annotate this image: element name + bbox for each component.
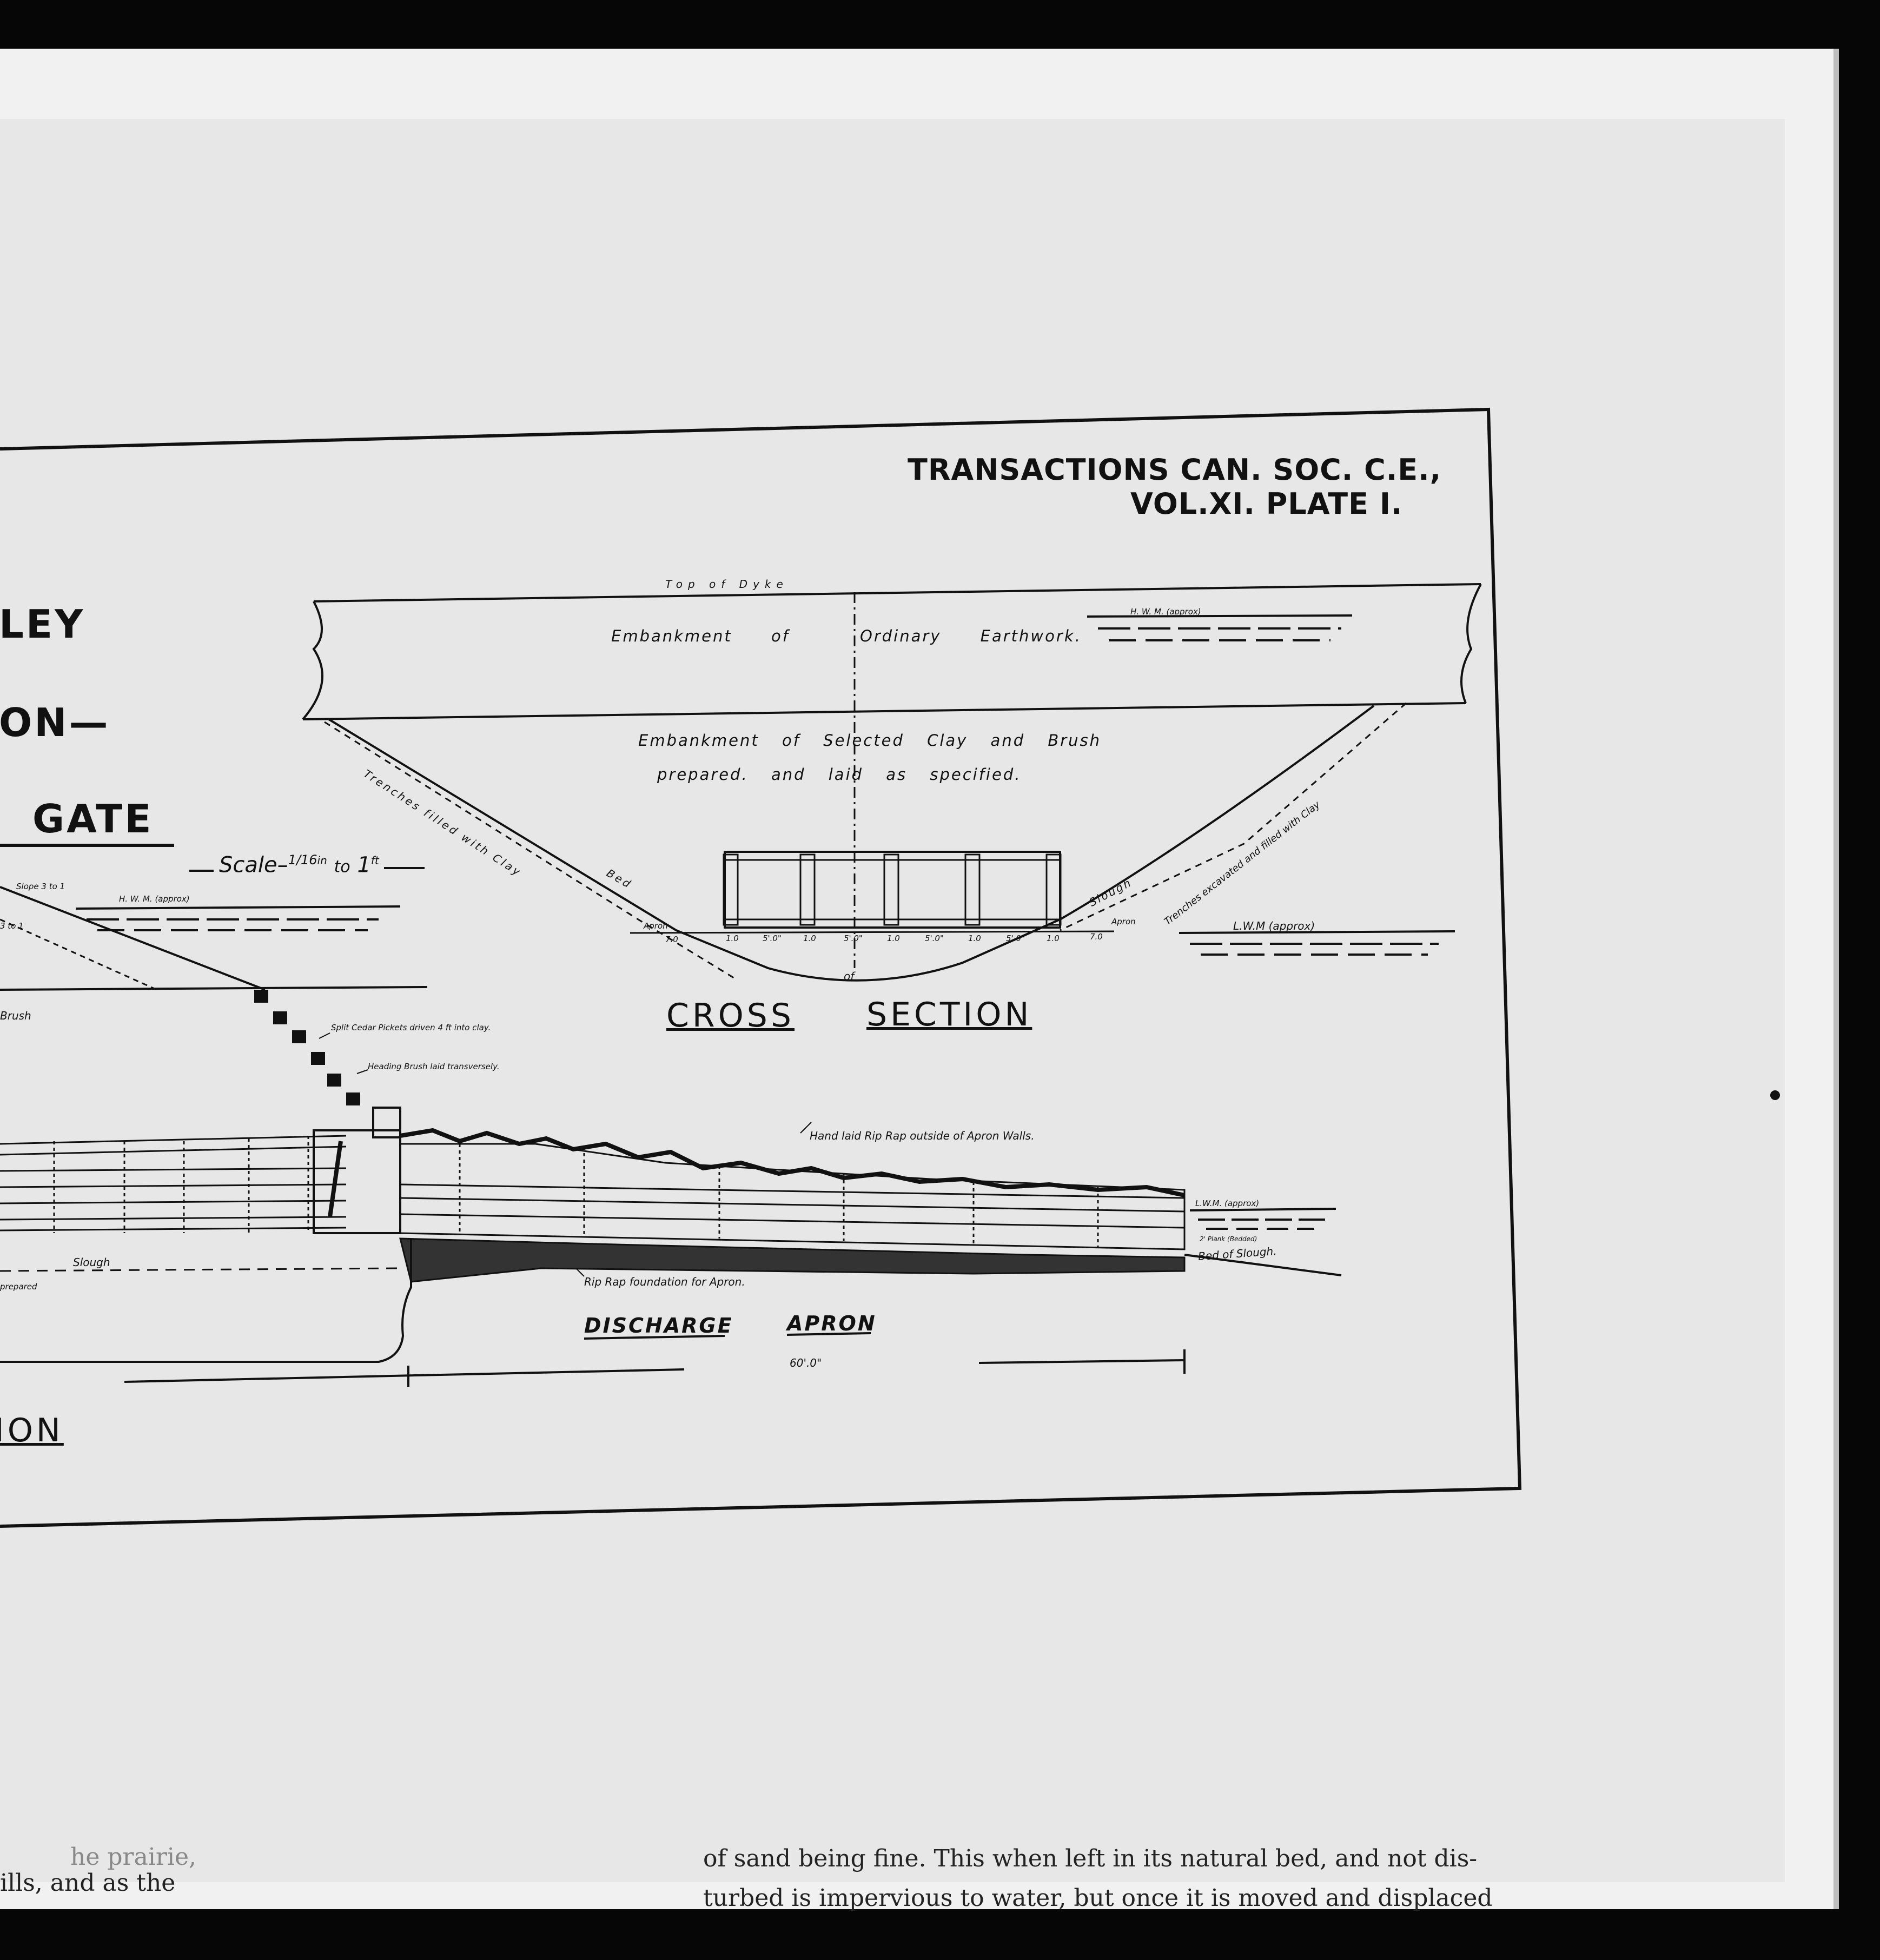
section-title-fragment: ION <box>0 1412 64 1449</box>
plank-note: 2' Plank (Bedded) <box>1200 1235 1257 1243</box>
dim-1: 7.0 <box>665 935 678 944</box>
dyke-right-edge <box>1460 584 1482 704</box>
trench-left <box>324 721 736 980</box>
slope-label: Slope 3 to 1 <box>16 882 65 891</box>
body-left-line-2: ills, and as the <box>0 1869 176 1897</box>
hwm-long-lines <box>75 905 401 931</box>
dim-4: 1.0 <box>803 933 816 943</box>
slough-dashed <box>0 1267 401 1272</box>
apron-right-label: Apron <box>1111 917 1136 926</box>
discharge-label: DISCHARGE <box>584 1314 733 1337</box>
cedar-pickets <box>254 990 360 1105</box>
culvert-frames <box>53 1136 309 1233</box>
dyke-top <box>313 583 1481 602</box>
scale-ft-value: 1 <box>357 852 371 878</box>
scale-to: to <box>334 857 350 877</box>
top-of-dyke-label: Top of Dyke <box>665 578 789 591</box>
ordinary-earthwork-label: Ordinary Earthwork. <box>860 627 1082 645</box>
hwm-cross-label: H. W. M. (approx) <box>1130 607 1201 617</box>
hwm-long-label: H. W. M. (approx) <box>119 894 190 904</box>
slough-long-label: Slough <box>73 1256 110 1269</box>
lwm-water-lines <box>1179 930 1455 956</box>
headwall <box>372 1107 401 1138</box>
ground-line <box>0 986 428 991</box>
apron-planking <box>399 1143 1186 1250</box>
apron-underline <box>786 1332 871 1336</box>
body-left-line-1: he prairie, <box>70 1843 196 1871</box>
foundation-outline <box>0 1239 412 1363</box>
title-fragment-3: GATE <box>32 796 154 842</box>
scale-label: Scale–1/16in to 1ft <box>219 853 379 876</box>
prepared-long-label: prepared <box>0 1282 37 1292</box>
hwm-water-lines <box>1087 614 1353 641</box>
slope2-label: 3 to 1 <box>0 921 24 931</box>
discharge-underline <box>584 1335 725 1340</box>
embankment-selected-label: Embankment of Selected Clay and Brush <box>638 731 1102 750</box>
body-right-line-2: turbed is impervious to water, but once … <box>703 1884 1493 1912</box>
dim-8: 1.0 <box>968 933 981 943</box>
title-fragment-1: LEY <box>0 601 85 647</box>
apron-dim-line <box>630 930 1115 934</box>
dim-11: 7.0 <box>1090 932 1103 942</box>
scale-value: 1/16 <box>288 852 317 868</box>
dim-line-left <box>124 1368 685 1383</box>
heading-brush-label: Heading Brush laid transversely. <box>368 1062 500 1071</box>
culvert-box <box>724 851 1061 929</box>
dyke-left-edge <box>302 601 323 720</box>
bed-of-slough-line <box>1184 1254 1342 1276</box>
dim-line-right <box>978 1359 1185 1364</box>
scale-ft-unit: ft <box>370 854 379 867</box>
plate-border <box>0 407 1522 1528</box>
lwm-long-lines <box>1189 1208 1336 1230</box>
rip-rap-foundation <box>399 1237 1186 1283</box>
dim-6: 1.0 <box>887 933 900 943</box>
rip-rap-foundation-label: Rip Rap foundation for Apron. <box>584 1275 745 1288</box>
apron-label: APRON <box>787 1312 877 1335</box>
rip-rap-top <box>400 1128 1185 1197</box>
dim-9: 5'.0" <box>1006 933 1025 943</box>
leader-lines <box>319 1032 812 1277</box>
plate-volume: VOL.XI. PLATE I. <box>1130 487 1403 521</box>
length-dim-label: 60'.0" <box>790 1356 822 1369</box>
gate-leaf <box>328 1141 343 1217</box>
split-cedar-label: Split Cedar Pickets driven 4 ft into cla… <box>331 1023 491 1032</box>
title-fragment-2: ON— <box>0 700 110 745</box>
culvert-barrel <box>0 1135 347 1231</box>
dim-2: 1.0 <box>726 933 739 943</box>
dim-3: 5'.0" <box>763 933 782 943</box>
dim-10: 1.0 <box>1047 933 1060 943</box>
of-label: of <box>844 970 855 983</box>
apron-left-label: Apron <box>644 921 668 931</box>
page-right-edge <box>1833 49 1839 1909</box>
brush-label: Brush <box>0 1009 31 1022</box>
embankment-divider <box>302 702 1466 720</box>
prepared-laid-label: prepared. and laid as specified. <box>657 765 1022 784</box>
dim-7: 5'.0" <box>925 933 944 943</box>
embankment-outline <box>328 705 1375 982</box>
body-right-line-1: of sand being fine. This when left in it… <box>703 1845 1478 1872</box>
culvert-posts <box>723 853 1062 926</box>
hand-laid-label: Hand laid Rip Rap outside of Apron Walls… <box>810 1129 1035 1142</box>
plate-journal-title: TRANSACTIONS CAN. SOC. C.E., <box>908 453 1442 487</box>
trench-right <box>1060 702 1407 931</box>
cross-section-title-1: CROSS <box>666 997 795 1035</box>
scale-in-unit: in <box>317 854 327 867</box>
embankment-ordinary-label: Embankment of <box>611 627 790 645</box>
cross-section-title-2: SECTION <box>866 996 1032 1034</box>
dyke-slope <box>0 886 266 991</box>
scan-dot <box>1770 1090 1780 1100</box>
dim-5: 5'.0" <box>844 933 863 943</box>
scale-prefix: Scale– <box>219 852 288 878</box>
lwm-long-label: L.W.M. (approx) <box>1195 1198 1260 1208</box>
lwm-cross-label: L.W.M (approx) <box>1233 919 1315 932</box>
